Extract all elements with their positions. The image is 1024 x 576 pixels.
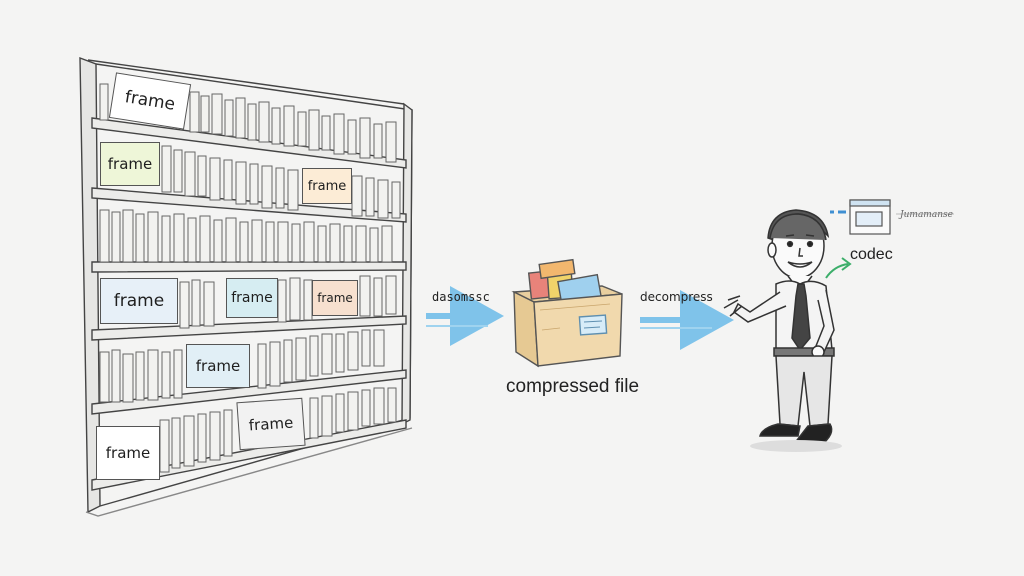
compressed-box	[511, 258, 623, 368]
frame-card: frame	[312, 280, 358, 316]
bookshelf	[79, 56, 413, 517]
frame-card: frame	[226, 278, 278, 318]
books	[99, 83, 401, 473]
frame-card: frame	[186, 344, 250, 388]
compressed-file-label: compressed file	[506, 376, 640, 397]
frame-card: frame	[302, 168, 352, 204]
frame-card: frame	[96, 426, 160, 480]
codec-scribble-label: Jumamanse	[900, 210, 953, 220]
codec-label: codec	[850, 246, 893, 263]
decompress-label: decompress	[640, 290, 713, 304]
frame-card: frame	[100, 278, 178, 324]
person-figure	[723, 209, 852, 452]
compress-arrow	[426, 286, 504, 346]
frame-card: frame	[236, 397, 306, 451]
decompress-arrow	[640, 290, 734, 350]
codec-window-icon	[830, 199, 954, 235]
frame-card: frame	[100, 142, 160, 186]
compress-label: dasomssc	[432, 290, 490, 304]
